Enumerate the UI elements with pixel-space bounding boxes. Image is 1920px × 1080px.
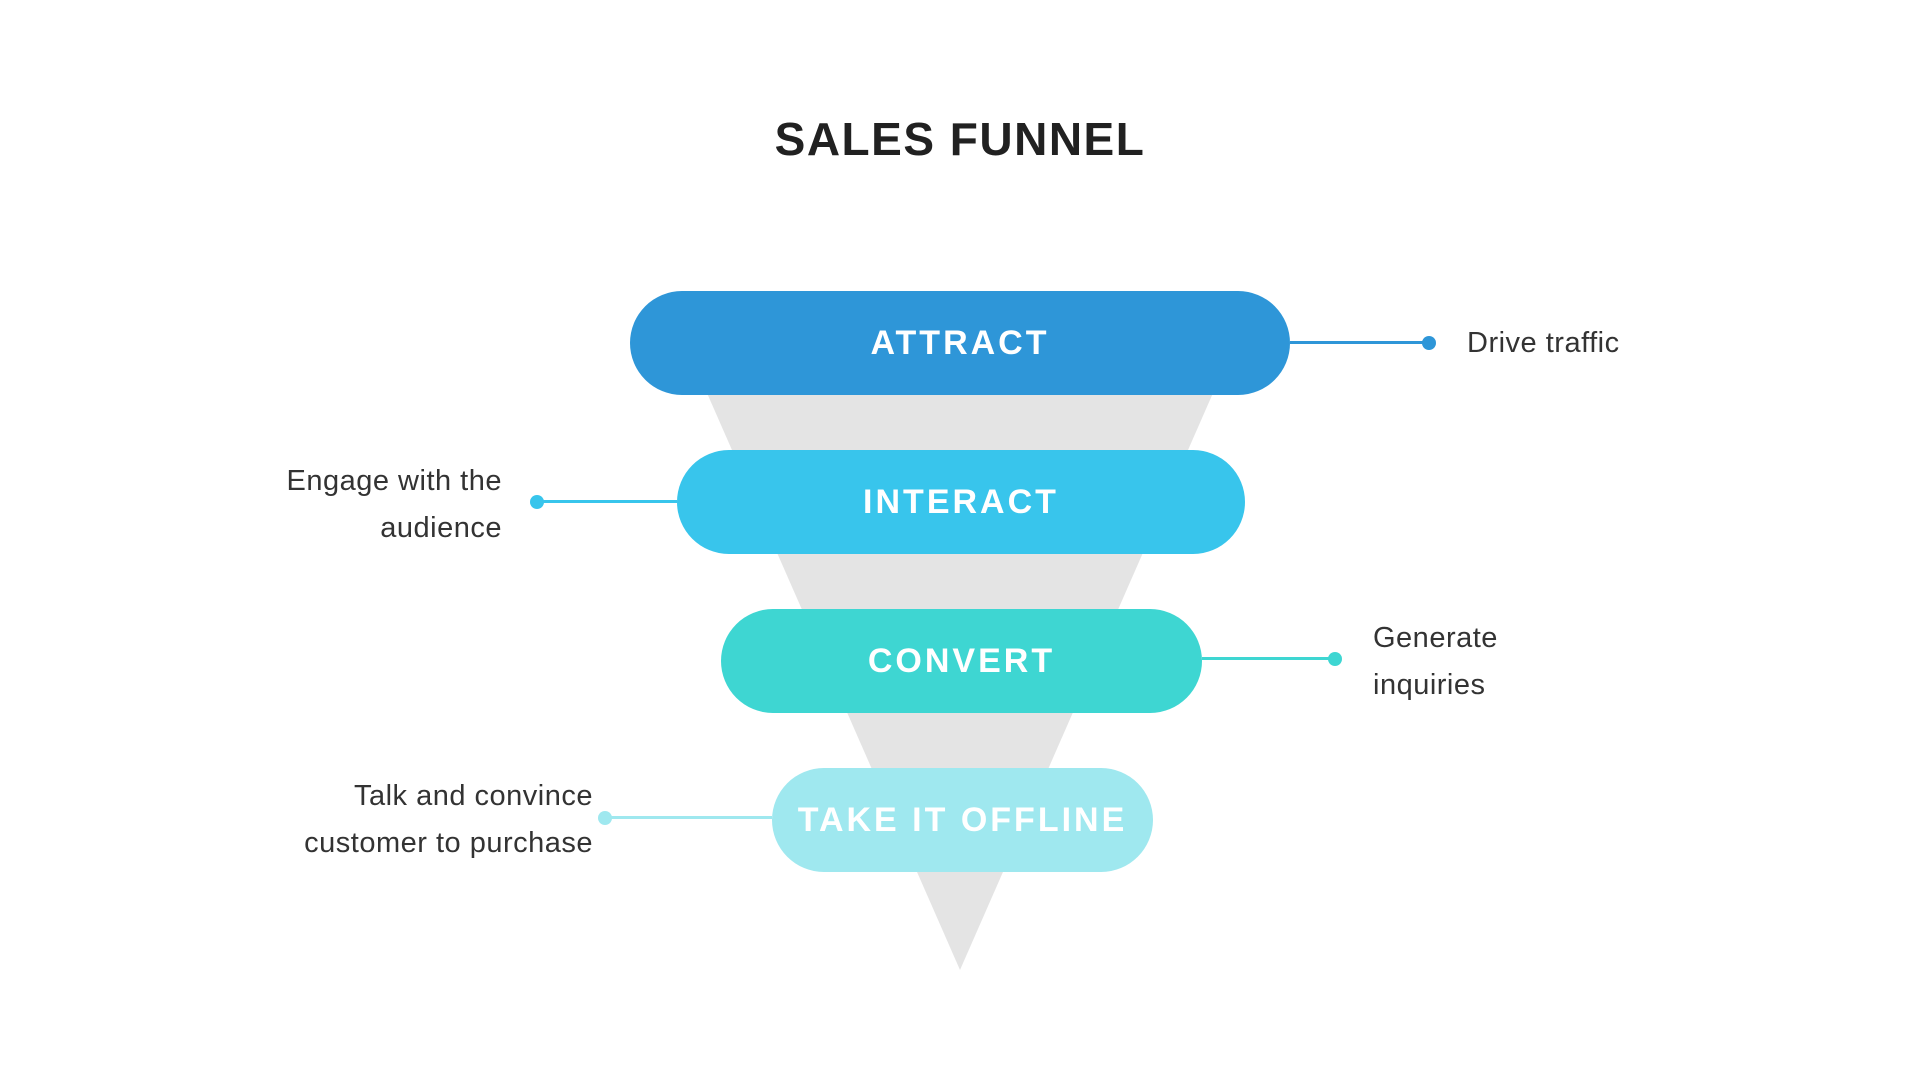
- funnel-stage-take-it-offline: TAKE IT OFFLINE: [772, 768, 1153, 872]
- callout-attract: Drive traffic: [1467, 320, 1620, 367]
- stage-label: INTERACT: [863, 482, 1059, 521]
- callout-line: Drive traffic: [1467, 327, 1620, 359]
- connector-line-interact: [542, 500, 677, 503]
- connector-line-take-it-offline: [610, 816, 772, 819]
- connector-dot-attract: [1422, 336, 1436, 350]
- connector-dot-interact: [530, 495, 544, 509]
- connector-dot-take-it-offline: [598, 811, 612, 825]
- callout-line: Talk and convince: [353, 780, 593, 812]
- callout-line: audience: [380, 512, 502, 544]
- funnel-stage-interact: INTERACT: [677, 450, 1245, 554]
- callout-line: Generate: [1373, 622, 1498, 654]
- connector-line-convert: [1202, 657, 1335, 660]
- stage-label: CONVERT: [867, 641, 1056, 680]
- connector-line-attract: [1290, 341, 1429, 344]
- funnel-stage-convert: CONVERT: [721, 609, 1202, 713]
- callout-line: customer to purchase: [304, 827, 593, 859]
- callout-line: Engage with the: [286, 465, 502, 497]
- funnel-stage-attract: ATTRACT: [630, 291, 1290, 395]
- page-title: SALES FUNNEL: [774, 113, 1146, 165]
- callout-take-it-offline: Talk and convince customer to purchase: [304, 773, 593, 867]
- connector-dot-convert: [1328, 652, 1342, 666]
- callout-interact: Engage with the audience: [287, 458, 502, 552]
- stage-label: ATTRACT: [870, 323, 1050, 362]
- callout-line: inquiries: [1373, 669, 1486, 701]
- callout-convert: Generate inquiries: [1373, 615, 1498, 709]
- stage-label: TAKE IT OFFLINE: [797, 800, 1128, 839]
